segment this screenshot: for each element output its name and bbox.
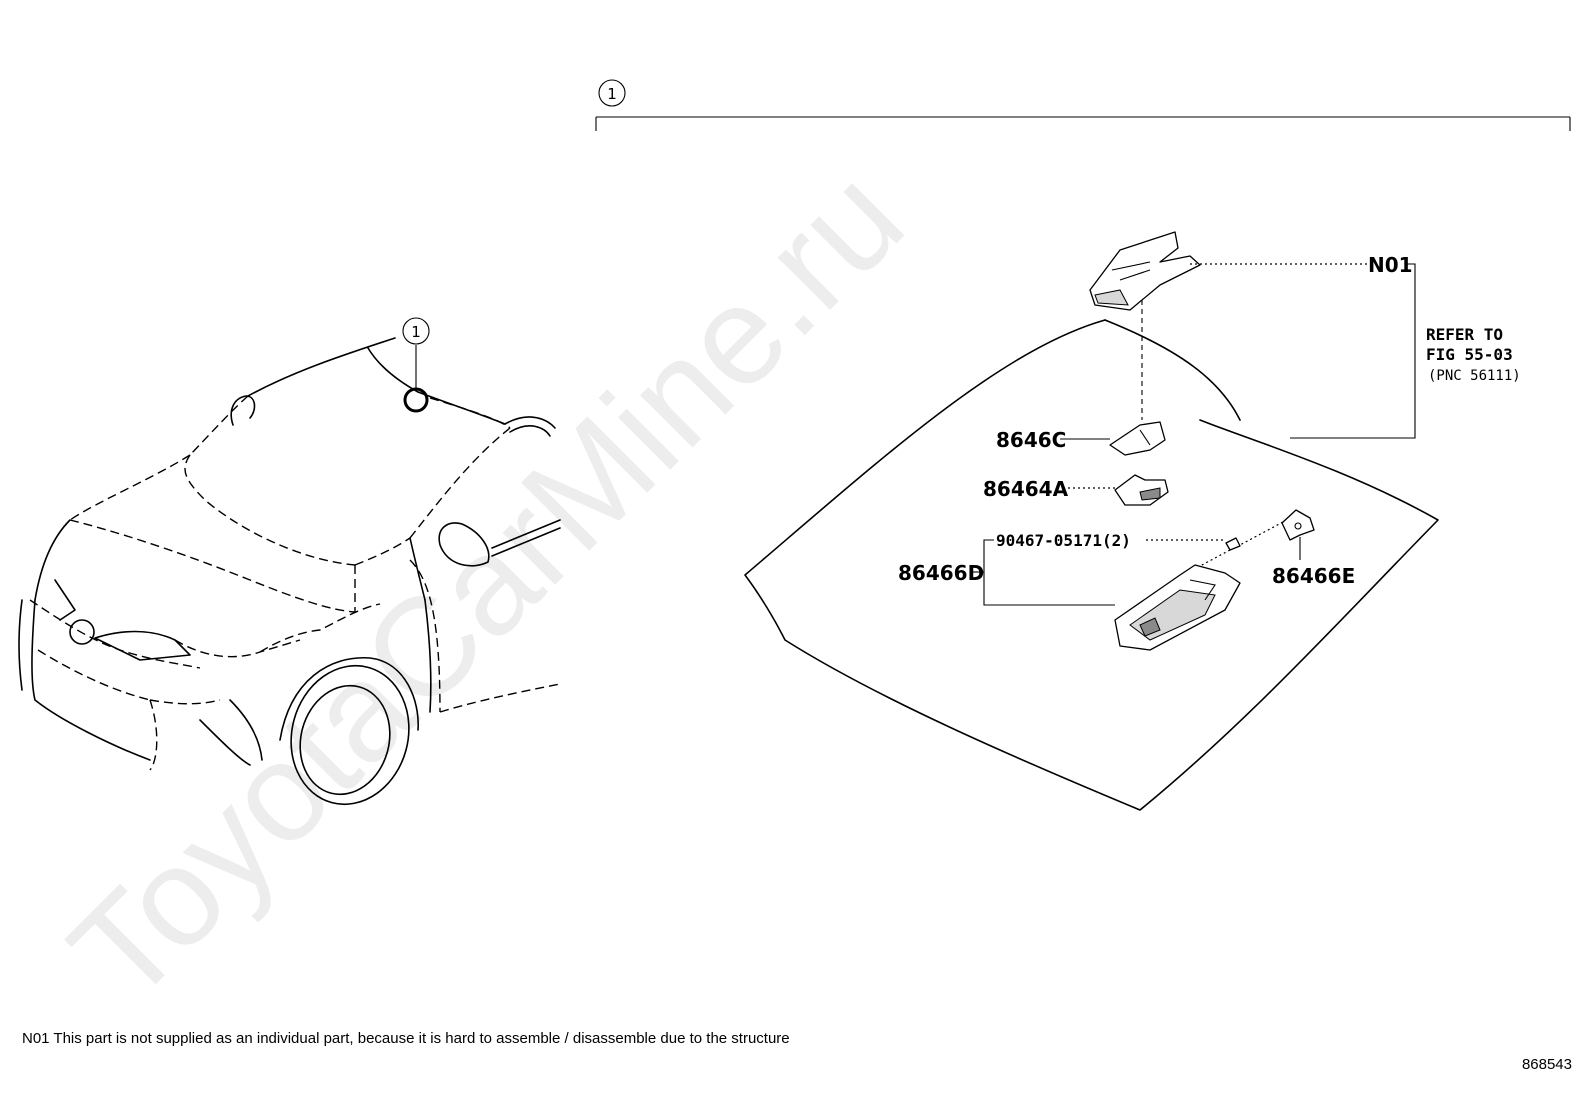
watermark: ToyotaCarMine.ru (40, 139, 932, 1031)
group-callout-number: 1 (607, 85, 617, 103)
part-n01 (1089, 231, 1201, 311)
label-86466d: 86466D (898, 561, 984, 585)
label-n01: N01 (1368, 253, 1413, 277)
part-86464a (1114, 474, 1169, 506)
car-callout-number: 1 (411, 323, 421, 341)
leader-lines (972, 263, 1416, 606)
windshield-glass (744, 319, 1439, 811)
label-86466e: 86466E (1272, 564, 1355, 588)
footnote: N01 This part is not supplied as an indi… (22, 1030, 790, 1047)
refer-line-2: FIG 55-03 (1426, 345, 1513, 364)
part-86466d (1114, 564, 1241, 651)
label-90467-05171: 90467-05171(2) (996, 531, 1131, 550)
label-86464a: 86464A (983, 477, 1069, 501)
refer-line-3: (PNC 56111) (1428, 368, 1521, 384)
figure-number: 868543 (1521, 1056, 1572, 1073)
part-90467-clip (1225, 537, 1241, 551)
part-8646c (1109, 421, 1166, 456)
refer-line-1: REFER TO (1426, 325, 1503, 344)
car-illustration (18, 317, 561, 806)
part-86466e (1281, 509, 1315, 541)
label-8646c: 8646C (996, 428, 1066, 452)
group-bracket (595, 79, 1571, 131)
